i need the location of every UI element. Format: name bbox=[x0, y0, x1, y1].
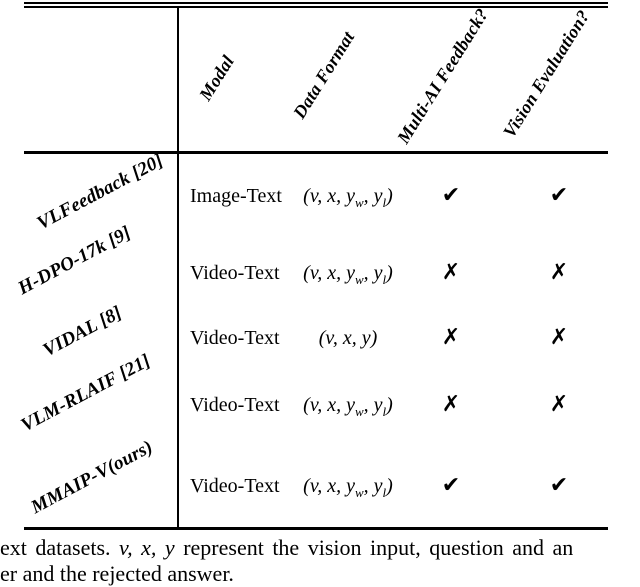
col-header-data-format: Data Format bbox=[289, 27, 359, 123]
cross-mark: ✗ bbox=[549, 260, 569, 285]
check-mark: ✔ bbox=[441, 473, 461, 498]
row-label-vidal: VIDAL [8] bbox=[39, 302, 126, 362]
cross-mark: ✗ bbox=[441, 392, 461, 417]
cross-mark: ✗ bbox=[441, 260, 461, 285]
header-separator-rule bbox=[24, 151, 608, 154]
cell-data-format: (v, x, yw, yl) bbox=[303, 394, 393, 419]
bottom-rule bbox=[24, 527, 608, 530]
cell-modal: Image-Text bbox=[190, 185, 282, 207]
cell-modal: Video-Text bbox=[190, 262, 280, 284]
check-mark: ✔ bbox=[549, 473, 569, 498]
row-label-vlm-rlaif: VLM-RLAIF [21] bbox=[17, 350, 155, 437]
cell-data-format: (v, x, yw, yl) bbox=[303, 475, 393, 500]
row-label-vlfeedback: VLFeedback [20] bbox=[33, 150, 167, 235]
caption-line-1: ext datasets. v, x, y represent the visi… bbox=[0, 535, 574, 560]
cross-mark: ✗ bbox=[441, 325, 461, 350]
cell-data-format: (v, x, yw, yl) bbox=[303, 262, 393, 287]
col-header-multi-ai-feedback: Multi-AI Feedback? bbox=[393, 4, 493, 147]
col-header-vision-evaluation: Vision Evaluation? bbox=[499, 6, 594, 141]
top-rule-lower bbox=[24, 6, 608, 8]
cross-mark: ✗ bbox=[549, 325, 569, 350]
cell-modal: Video-Text bbox=[190, 394, 280, 416]
cross-mark: ✗ bbox=[549, 392, 569, 417]
col-header-modal: Modal bbox=[195, 51, 238, 104]
check-mark: ✔ bbox=[441, 183, 461, 208]
cell-modal: Video-Text bbox=[190, 327, 280, 349]
row-label-h-dpo-17k: H-DPO-17k [9] bbox=[14, 222, 135, 300]
top-rule-upper bbox=[24, 2, 608, 4]
row-label-mmaip-v: MMAIP-V(ours) bbox=[27, 436, 157, 519]
cell-modal: Video-Text bbox=[190, 475, 280, 497]
check-mark: ✔ bbox=[549, 183, 569, 208]
cell-data-format: (v, x, y) bbox=[318, 327, 378, 349]
caption-line-2: er and the rejected answer. bbox=[0, 561, 234, 586]
cell-data-format: (v, x, yw, yl) bbox=[303, 185, 393, 210]
column-divider-line bbox=[177, 8, 179, 529]
